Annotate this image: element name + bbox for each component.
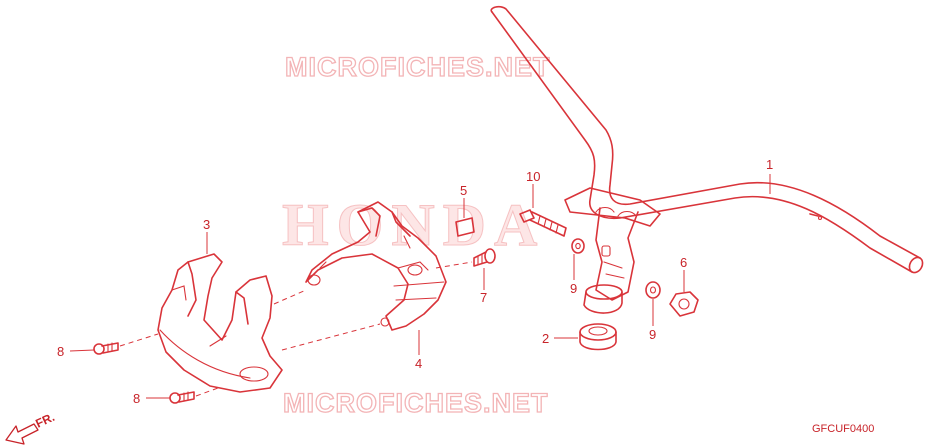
collar-2 [579, 323, 617, 351]
screw-8-upper [93, 342, 119, 355]
callout-3: 3 [203, 217, 210, 232]
callout-1: 1 [766, 157, 773, 172]
assembly-line-screw-lower [195, 387, 219, 397]
screw-7 [473, 248, 496, 267]
watermark-bottom: MICROFICHES.NET [283, 388, 549, 418]
callout-9-lower: 9 [649, 327, 656, 342]
callout-6: 6 [680, 255, 687, 270]
plate-5 [455, 217, 475, 237]
diagram-code: GFCUF0400 [812, 423, 874, 435]
screw-8-lower [169, 391, 195, 404]
handlebar [490, 5, 924, 274]
washer-9-upper [571, 238, 585, 254]
handle-cover-front [157, 253, 283, 393]
bolt-10 [519, 209, 567, 237]
callout-8-lower: 8 [133, 391, 140, 406]
front-direction-label: FR. [33, 410, 56, 431]
arrow-icon [5, 423, 39, 445]
assembly-line-cover-b [281, 323, 381, 351]
assembly-line-screw-7 [435, 261, 473, 269]
nut-6 [669, 291, 699, 317]
callout-2: 2 [542, 331, 549, 346]
callout-5: 5 [460, 183, 467, 198]
watermark-top: MICROFICHES.NET [285, 52, 551, 82]
washer-9-lower [645, 281, 661, 299]
front-direction-arrow: FR. [5, 410, 57, 445]
assembly-line-screw-upper [119, 333, 159, 347]
callout-4: 4 [415, 356, 422, 371]
callout-9-upper: 9 [570, 281, 577, 296]
callout-7: 7 [480, 290, 487, 305]
watermark-brand: HONDA [282, 192, 545, 258]
assembly-line-cover-a [273, 289, 307, 305]
handlebar-stem [564, 187, 661, 314]
callout-8-upper: 8 [57, 344, 64, 359]
callout-10: 10 [526, 169, 540, 184]
handle-cover-rear [305, 201, 447, 331]
leader-8-upper [69, 349, 95, 352]
